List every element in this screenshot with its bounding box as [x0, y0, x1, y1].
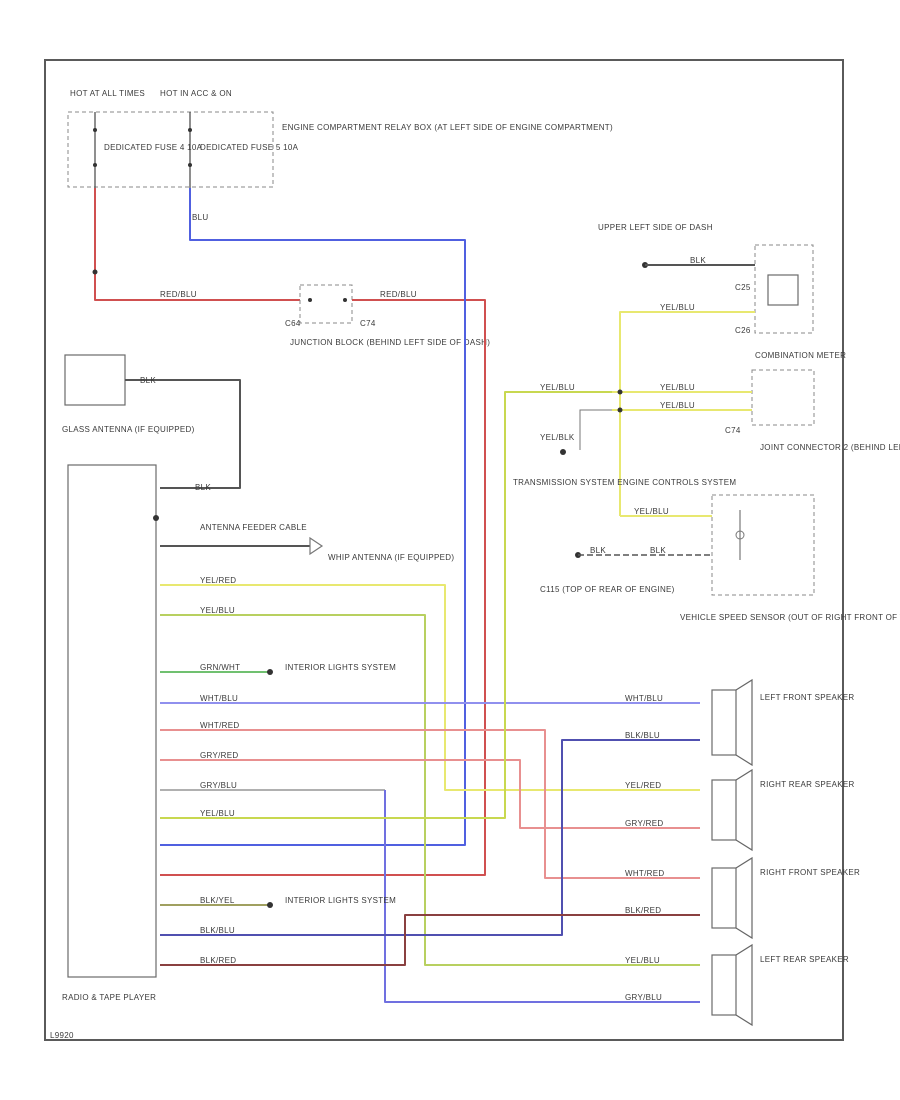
- junction-block: C64 C74 JUNCTION BLOCK (BEHIND LEFT SIDE…: [285, 284, 490, 347]
- wire-gry-red: [160, 759, 700, 829]
- wire-label-wht-blu-1: WHT/BLU: [200, 694, 238, 703]
- speaker-rf-label: RIGHT FRONT SPEAKER: [760, 868, 860, 877]
- speaker-right-front: RIGHT FRONT SPEAKER: [711, 856, 860, 940]
- wire-label-blk-red-2: BLK/RED: [625, 906, 661, 915]
- joint-connector-label: JOINT CONNECTOR 2 (BEHIND LEFT SIDE OF D…: [760, 443, 900, 452]
- wire-label-yel-red-1: YEL/RED: [200, 576, 236, 585]
- junction-label: JUNCTION BLOCK (BEHIND LEFT SIDE OF DASH…: [290, 338, 490, 347]
- wire-label-yel-blk: YEL/BLK: [540, 433, 575, 442]
- hot-acc-label: HOT IN ACC & ON: [160, 89, 232, 98]
- wire-label-blk-5: BLK: [650, 546, 666, 555]
- hot-all-times-label: HOT AT ALL TIMES: [70, 89, 145, 98]
- wire-label-wht-blu-2: WHT/BLU: [625, 694, 663, 703]
- wire-label-wht-red-1: WHT/RED: [200, 721, 239, 730]
- wire-label-wht-red-2: WHT/RED: [625, 869, 664, 878]
- wire-label-yel-blu-4: YEL/BLU: [660, 303, 695, 312]
- combination-meter-box: [751, 369, 815, 426]
- wire-label-yel-blu-7: YEL/BLU: [540, 383, 575, 392]
- wire-label-blk-yel: BLK/YEL: [200, 896, 235, 905]
- wire-blk-red: [160, 914, 700, 966]
- diagram-code: L9920: [50, 1031, 74, 1040]
- wire-label-yel-blu-8: YEL/BLU: [660, 383, 695, 392]
- wire-label-blk-blu-2: BLK/BLU: [625, 731, 660, 740]
- connector-c25: C25: [735, 283, 751, 292]
- ground-c115-label: C115 (TOP OF REAR OF ENGINE): [540, 585, 675, 594]
- fuse-4-label: DEDICATED FUSE 4 10A: [104, 143, 203, 152]
- wire-yel-blu: [160, 614, 700, 966]
- vss-label: VEHICLE SPEED SENSOR (OUT OF RIGHT FRONT…: [680, 613, 900, 622]
- interior-lights-label-1: INTERIOR LIGHTS SYSTEM: [285, 663, 396, 672]
- wire-label-blk-blu-1: BLK/BLU: [200, 926, 235, 935]
- junction-c64: C64: [285, 319, 301, 328]
- wire-wht-red: [160, 729, 700, 879]
- antenna-feeder-label: ANTENNA FEEDER CABLE: [200, 523, 307, 532]
- wire-label-yel-blu-10: YEL/BLU: [634, 507, 669, 516]
- wire-red-blu-radio: [160, 299, 486, 876]
- wire-label-gry-blu-2: GRY/BLU: [625, 993, 662, 1002]
- transmission-label: TRANSMISSION SYSTEM ENGINE CONTROLS SYST…: [513, 478, 736, 487]
- wire-label-blk-2: BLK: [195, 483, 211, 492]
- interior-lights-label-2: INTERIOR LIGHTS SYSTEM: [285, 896, 396, 905]
- wire-yel-red: [160, 584, 700, 791]
- speaker-left-front: LEFT FRONT SPEAKER: [711, 678, 854, 767]
- combination-meter-label: COMBINATION METER: [755, 351, 846, 360]
- connector-c26: C26: [735, 326, 751, 335]
- connector-c74: C74: [725, 426, 741, 435]
- wire-yel-blu-meter: [619, 311, 755, 516]
- wire-label-blk-1: BLK: [140, 376, 156, 385]
- wire-blk-blu: [160, 739, 700, 936]
- whip-antenna-label: WHIP ANTENNA (IF EQUIPPED): [328, 553, 454, 562]
- wire-yel-blu-radio: [160, 391, 612, 819]
- diagram-frame: [44, 59, 844, 1041]
- wire-label-blk-3: BLK: [690, 256, 706, 265]
- speaker-right-rear: RIGHT REAR SPEAKER: [711, 768, 855, 852]
- wire-label-yel-red-2: YEL/RED: [625, 781, 661, 790]
- radio-tape-player-box: [67, 464, 157, 978]
- wire-label-yel-blu-2: YEL/BLU: [625, 956, 660, 965]
- wire-gry-blu-b: [384, 790, 700, 1003]
- wire-label-gry-red-1: GRY/RED: [200, 751, 238, 760]
- upper-left-dash-label: UPPER LEFT SIDE OF DASH: [598, 223, 713, 232]
- wire-label-blu: BLU: [192, 213, 208, 222]
- glass-antenna-label: GLASS ANTENNA (IF EQUIPPED): [62, 425, 195, 434]
- fuse-block: HOT AT ALL TIMES HOT IN ACC & ON DEDICAT…: [67, 89, 613, 188]
- wire-label-yel-blu-9: YEL/BLU: [660, 401, 695, 410]
- wire-label-yel-blu-1: YEL/BLU: [200, 606, 235, 615]
- wire-label-red-blu-1: RED/BLU: [160, 290, 197, 299]
- wire-label-blk-4: BLK: [590, 546, 606, 555]
- wire-label-red-blu-2: RED/BLU: [380, 290, 417, 299]
- radio-label: RADIO & TAPE PLAYER: [62, 993, 156, 1002]
- combination-meter-top-box: [754, 244, 814, 334]
- speaker-rr-label: RIGHT REAR SPEAKER: [760, 780, 855, 789]
- wire-label-gry-red-2: GRY/RED: [625, 819, 663, 828]
- wire-label-gry-blu-1: GRY/BLU: [200, 781, 237, 790]
- wire-label-yel-blu-3: YEL/BLU: [200, 809, 235, 818]
- wire-label-blk-red-1: BLK/RED: [200, 956, 236, 965]
- vss-box: [711, 494, 815, 596]
- wire-label-grn-wht: GRN/WHT: [200, 663, 240, 672]
- speaker-lr-label: LEFT REAR SPEAKER: [760, 955, 849, 964]
- antenna-amp-box: [64, 354, 126, 406]
- wire-red-blu-fuse: [94, 188, 300, 301]
- relay-box-label: ENGINE COMPARTMENT RELAY BOX (AT LEFT SI…: [282, 123, 613, 132]
- wire-antenna-blk: [125, 379, 241, 489]
- junction-c74: C74: [360, 319, 376, 328]
- speaker-left-rear: LEFT REAR SPEAKER: [711, 943, 849, 1027]
- fuse-5-label: DEDICATED FUSE 5 10A: [200, 143, 299, 152]
- speaker-lf-label: LEFT FRONT SPEAKER: [760, 693, 854, 702]
- wire-blu: [160, 188, 466, 846]
